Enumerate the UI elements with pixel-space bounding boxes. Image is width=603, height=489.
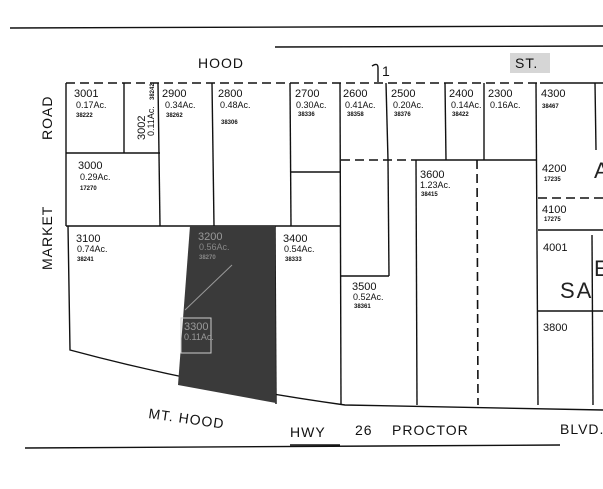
- svg-text:38262: 38262: [166, 113, 183, 119]
- svg-text:17235: 17235: [544, 177, 561, 183]
- svg-text:3001: 3001: [74, 88, 98, 100]
- svg-text:38306: 38306: [221, 120, 238, 126]
- road-edge-south: [24, 444, 561, 449]
- svg-text:0.48Ac.: 0.48Ac.: [220, 100, 251, 110]
- svg-text:38376: 38376: [394, 112, 411, 118]
- street-suffix: ST.: [515, 55, 538, 71]
- parcel-3300-outline: [180, 317, 212, 354]
- svg-text:3400: 3400: [283, 233, 307, 245]
- street-mt: MT. HOOD: [148, 405, 226, 431]
- street-26: 26: [355, 422, 373, 438]
- svg-text:0.16Ac.: 0.16Ac.: [490, 100, 521, 110]
- svg-text:0.29Ac.: 0.29Ac.: [80, 172, 111, 182]
- svg-text:17270: 17270: [80, 186, 97, 192]
- svg-text:0.54Ac.: 0.54Ac.: [284, 244, 315, 254]
- svg-text:0.41Ac.: 0.41Ac.: [345, 100, 376, 110]
- svg-text:3500: 3500: [352, 281, 376, 293]
- svg-text:2600: 2600: [343, 88, 367, 100]
- street-hood: HOOD: [198, 55, 244, 71]
- svg-text:0.20Ac.: 0.20Ac.: [393, 100, 424, 110]
- svg-text:17275: 17275: [544, 217, 561, 223]
- parcel-4200[interactable]: 4200 17235: [542, 163, 566, 183]
- parcel-3800[interactable]: 3800: [543, 322, 567, 334]
- svg-text:38467: 38467: [542, 104, 559, 110]
- parcel-4001[interactable]: 4001: [543, 242, 567, 254]
- parcel-lines: [65, 82, 603, 411]
- svg-text:2500: 2500: [391, 88, 415, 100]
- svg-text:38333: 38333: [285, 257, 302, 263]
- svg-text:38241: 38241: [77, 257, 94, 263]
- svg-text:38415: 38415: [421, 192, 438, 198]
- parcel-4300[interactable]: 4300 38467: [541, 88, 565, 110]
- svg-text:0.11Ac.: 0.11Ac.: [184, 332, 214, 342]
- svg-text:0.74Ac.: 0.74Ac.: [77, 244, 108, 254]
- svg-text:3002: 3002: [136, 116, 148, 140]
- overlay-label-sa: SA: [560, 278, 593, 303]
- svg-text:0.11Ac.: 0.11Ac.: [146, 106, 156, 136]
- street-blvd: BLVD.: [560, 421, 603, 437]
- street-line: [274, 45, 603, 48]
- svg-text:0.17Ac.: 0.17Ac.: [76, 100, 107, 110]
- svg-text:2900: 2900: [162, 88, 186, 100]
- svg-text:2400: 2400: [449, 88, 473, 100]
- svg-text:4300: 4300: [541, 88, 565, 100]
- svg-text:3300: 3300: [184, 321, 208, 333]
- svg-text:1.23Ac.: 1.23Ac.: [420, 180, 451, 190]
- street-road: ROAD: [39, 96, 55, 140]
- highlight-box: [510, 53, 550, 73]
- svg-text:38336: 38336: [298, 112, 315, 118]
- marker-hook: [371, 63, 379, 82]
- svg-text:38242: 38242: [150, 83, 156, 100]
- parcel-3200-shaded[interactable]: [178, 226, 276, 403]
- svg-text:3200: 3200: [198, 231, 222, 243]
- svg-text:4100: 4100: [542, 204, 566, 216]
- svg-text:38422: 38422: [452, 112, 469, 118]
- street-proctor: PROCTOR: [392, 422, 469, 438]
- svg-text:2800: 2800: [218, 88, 242, 100]
- map-border-top: [9, 25, 603, 29]
- svg-text:0.14Ac.: 0.14Ac.: [451, 100, 482, 110]
- svg-text:3100: 3100: [76, 233, 100, 245]
- svg-text:38361: 38361: [354, 304, 371, 310]
- svg-text:38270: 38270: [199, 255, 216, 261]
- svg-text:0.56Ac.: 0.56Ac.: [199, 242, 230, 252]
- marker-label: 1: [382, 63, 391, 79]
- svg-text:4200: 4200: [542, 163, 566, 175]
- svg-text:0.34Ac.: 0.34Ac.: [165, 100, 196, 110]
- svg-text:3800: 3800: [543, 322, 567, 334]
- svg-text:3000: 3000: [78, 160, 102, 172]
- street-hwy: HWY: [290, 424, 326, 440]
- overlay-label-a: A: [594, 158, 603, 183]
- svg-text:2700: 2700: [295, 88, 319, 100]
- street-market: MARKET: [39, 206, 55, 270]
- svg-text:2300: 2300: [488, 88, 512, 100]
- svg-text:0.30Ac.: 0.30Ac.: [296, 100, 327, 110]
- svg-text:0.52Ac.: 0.52Ac.: [353, 292, 384, 302]
- overlay-label-e: E: [594, 256, 603, 281]
- svg-text:3600: 3600: [420, 169, 444, 181]
- parcel-3200-hatch-line: [184, 264, 233, 311]
- svg-text:4001: 4001: [543, 242, 567, 254]
- svg-text:38222: 38222: [76, 113, 93, 119]
- svg-text:38358: 38358: [347, 112, 364, 118]
